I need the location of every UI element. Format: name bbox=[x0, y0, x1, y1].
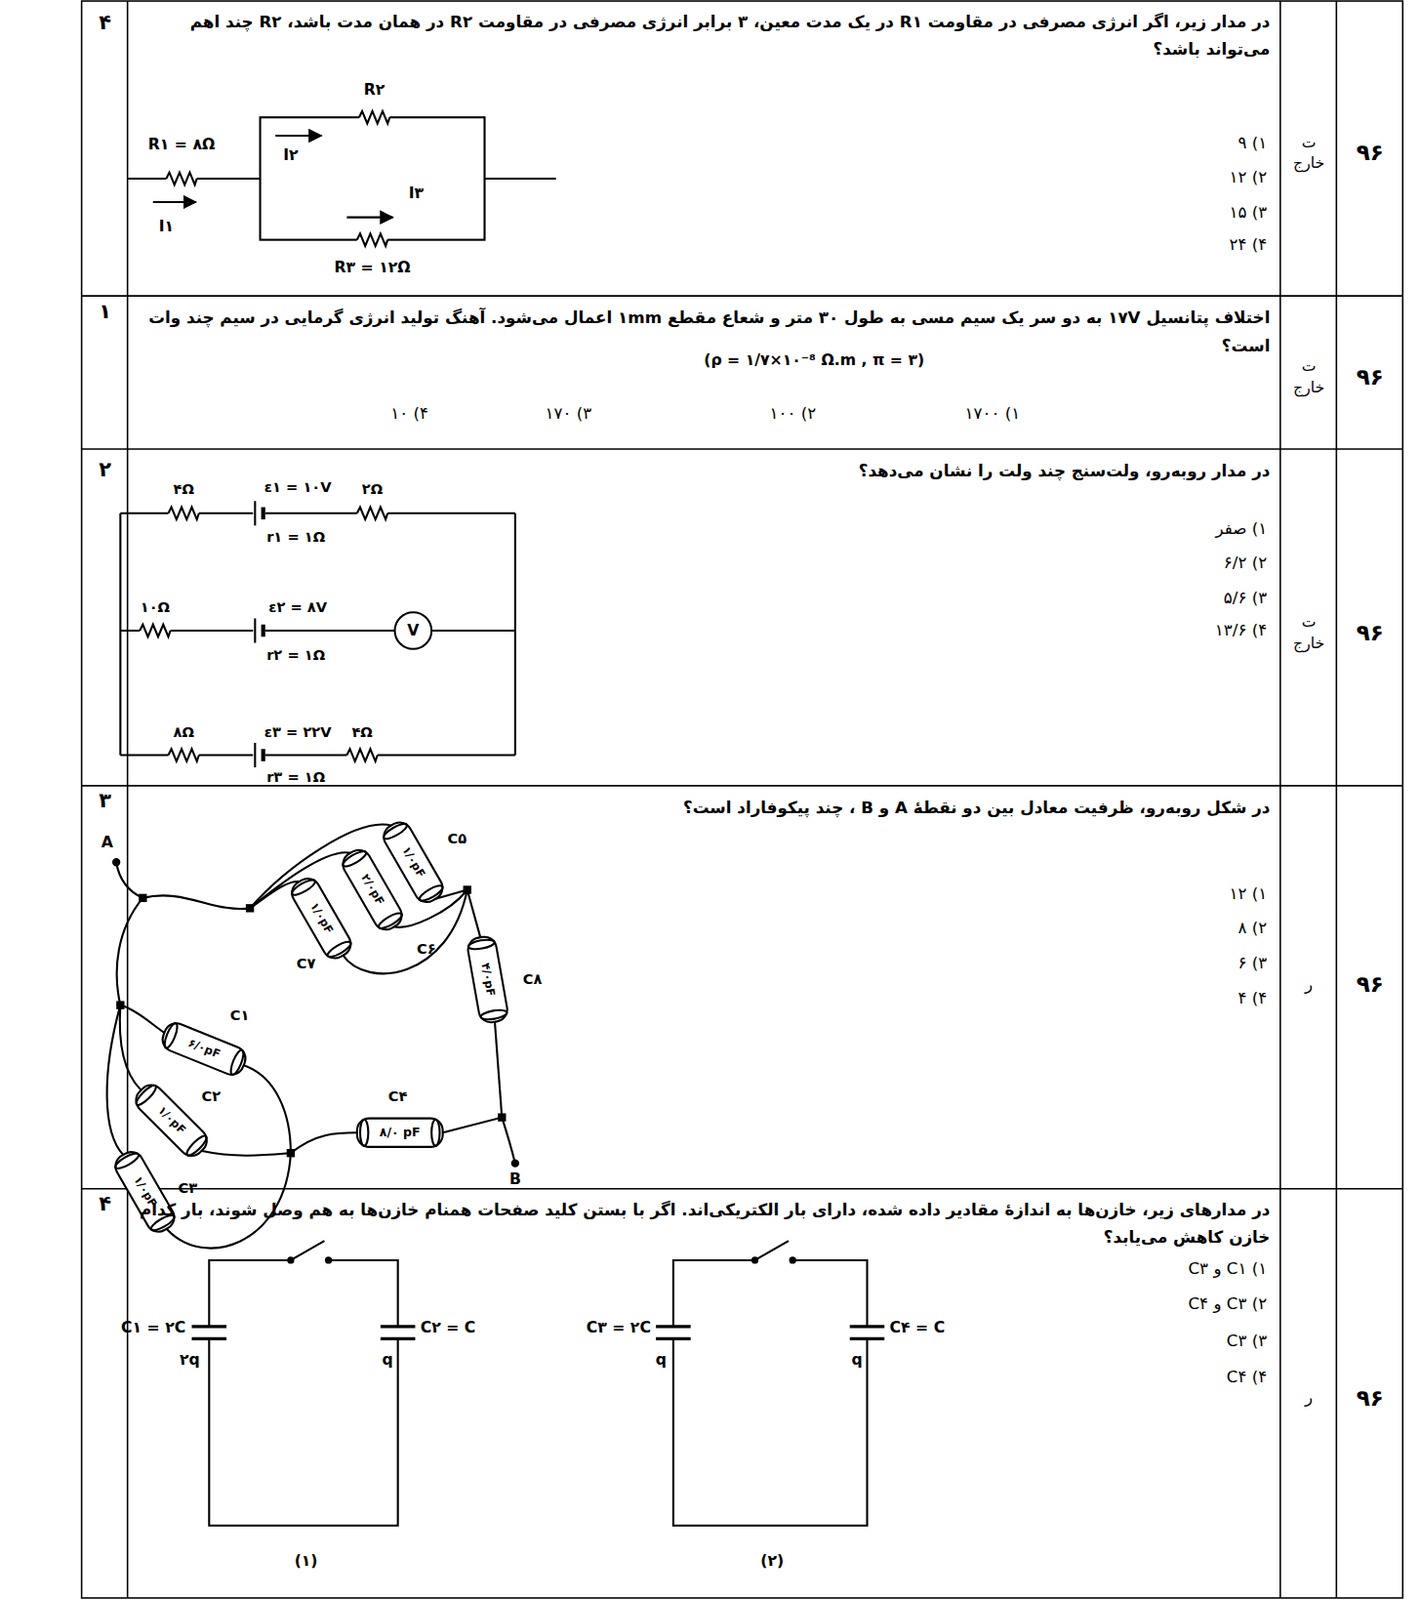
circuit-label: B bbox=[509, 1170, 522, 1190]
circuit-label: I۳ bbox=[408, 184, 424, 204]
question-text: در مدار زیر، اگر انرژی مصرفی در مقاومت R… bbox=[137, 7, 1270, 64]
circuit-label: C۵ bbox=[446, 829, 467, 848]
answer-choice: ۲) ۱۲ bbox=[1228, 166, 1267, 188]
resistor-circuit bbox=[127, 111, 557, 246]
circuit-label: ۲q bbox=[179, 1350, 201, 1371]
answer-choice: ۱) صفر bbox=[1216, 518, 1268, 539]
circuit-label: C۴ bbox=[388, 1088, 408, 1106]
answer-choice: ۲) C۳ و C۴ bbox=[1187, 1293, 1267, 1314]
circuit-label: ε۲ = ۸V bbox=[268, 599, 327, 617]
question-text: در مدارهای زیر، خازن‌ها به اندازهٔ مقادی… bbox=[137, 1195, 1270, 1252]
circuit-label: ε۳ = ۲۲V bbox=[264, 723, 332, 741]
circuit-label: C۱ bbox=[230, 1006, 250, 1024]
circuit-label: r۳ = ۱Ω bbox=[266, 768, 325, 786]
circuit-label: C۳ bbox=[177, 1179, 198, 1198]
circuit-label: ۲Ω bbox=[362, 481, 383, 499]
answer-choice: ۴) ۱۰ bbox=[390, 403, 429, 424]
circuit-label: A bbox=[101, 833, 114, 853]
question-text: در مدار روبه‌رو، ولت‌سنج چند ولت را نشان… bbox=[556, 456, 1271, 485]
answer-choice: ۴) ۲۴ bbox=[1228, 234, 1267, 255]
circuit-label: R۲ bbox=[364, 80, 386, 100]
answer-choice: ۱) C۱ و C۳ bbox=[1187, 1257, 1267, 1279]
answer-choice: ۴) ۴ bbox=[1237, 987, 1267, 1009]
circuit-label: I۱ bbox=[159, 216, 174, 237]
circuit-label: q bbox=[655, 1350, 667, 1371]
circuit-label: C۱ = ۲C bbox=[121, 1318, 186, 1339]
answer-choice: ۱) ۹ bbox=[1237, 132, 1267, 154]
circuit-label: C۷ bbox=[296, 955, 317, 974]
circuit-label: ۴Ω bbox=[351, 723, 372, 741]
exam-type: ر bbox=[1286, 973, 1332, 996]
answer-key: ۴ bbox=[98, 1190, 112, 1217]
circuit-label: (۲) bbox=[760, 1551, 784, 1572]
exam-year: ۹۶ bbox=[1356, 1383, 1384, 1413]
answer-choice: ۳) ۵/۶ bbox=[1223, 587, 1267, 609]
circuit-label: C۲ bbox=[202, 1088, 222, 1106]
capacitor-network bbox=[107, 817, 519, 1249]
answer-choice: ۳) ۱۷۰ bbox=[545, 403, 593, 424]
answer-choice: ۱) ۱۲ bbox=[1228, 883, 1267, 904]
answer-choice: ۳) ۶ bbox=[1237, 952, 1267, 974]
circuit-label: ۴Ω bbox=[172, 481, 194, 499]
exam-year: ۹۶ bbox=[1356, 138, 1384, 167]
circuit-label: C۳ = ۲C bbox=[586, 1318, 651, 1339]
exam-type: ت خارج bbox=[1286, 356, 1332, 400]
voltmeter-circuit bbox=[120, 500, 516, 768]
circuit-label: r۲ = ۱Ω bbox=[266, 646, 325, 664]
answer-choice: ۳) C۳ bbox=[1226, 1330, 1267, 1351]
answer-choice: ۲) ۸ bbox=[1237, 918, 1267, 939]
answer-choice: ۲) ۱۰۰ bbox=[769, 403, 816, 424]
circuit-label: C۴ = C bbox=[890, 1318, 946, 1339]
capacitor-value: ۸/۰ pF bbox=[379, 1124, 421, 1140]
switch-circuits bbox=[192, 1240, 886, 1526]
circuit-label: q bbox=[382, 1350, 394, 1371]
answer-choice: ۲) ۶/۲ bbox=[1223, 553, 1267, 574]
exam-type: ر bbox=[1286, 1385, 1332, 1409]
answer-key: ۴ bbox=[98, 9, 112, 36]
formula-note: (ρ = ۱/۷×۱۰⁻⁸ Ω.m , π = ۳) bbox=[703, 351, 925, 371]
circuit-label: q bbox=[851, 1350, 862, 1371]
answer-key: ۱ bbox=[98, 298, 112, 325]
circuit-label: R۳ = ۱۲Ω bbox=[333, 257, 410, 278]
circuit-label: R۱ = ۸Ω bbox=[148, 135, 216, 156]
exam-type: ت خارج bbox=[1286, 610, 1332, 654]
circuit-label: (۱) bbox=[294, 1551, 319, 1572]
circuit-label: I۲ bbox=[283, 145, 298, 165]
answer-choice: ۱) ۱۷۰۰ bbox=[965, 403, 1021, 424]
answer-choice: ۴) C۴ bbox=[1226, 1367, 1267, 1388]
circuit-label: r۱ = ۱Ω bbox=[266, 528, 325, 547]
answer-choice: ۳) ۱۵ bbox=[1228, 202, 1267, 223]
exam-type: ت خارج bbox=[1286, 131, 1332, 175]
table-grid bbox=[81, 0, 1404, 1598]
exam-year: ۹۶ bbox=[1356, 618, 1384, 648]
circuit-label: ۱۰Ω bbox=[140, 599, 170, 617]
exam-year: ۹۶ bbox=[1356, 970, 1384, 999]
answer-key: ۳ bbox=[98, 787, 112, 813]
circuit-label: C۸ bbox=[523, 970, 543, 988]
circuit-label: C۲ = C bbox=[420, 1318, 477, 1339]
answer-choice: ۴) ۱۳/۶ bbox=[1215, 620, 1267, 642]
exam-year: ۹۶ bbox=[1356, 363, 1384, 392]
circuit-label: C۶ bbox=[416, 939, 437, 958]
circuit-label: ۸Ω bbox=[172, 723, 194, 741]
circuit-label: V bbox=[406, 620, 419, 641]
answer-key: ۲ bbox=[98, 456, 112, 483]
question-text: در شکل روبه‌رو، ظرفیت معادل بین دو نقطهٔ… bbox=[597, 793, 1271, 821]
circuit-label: ε۱ = ۱۰V bbox=[264, 479, 332, 497]
